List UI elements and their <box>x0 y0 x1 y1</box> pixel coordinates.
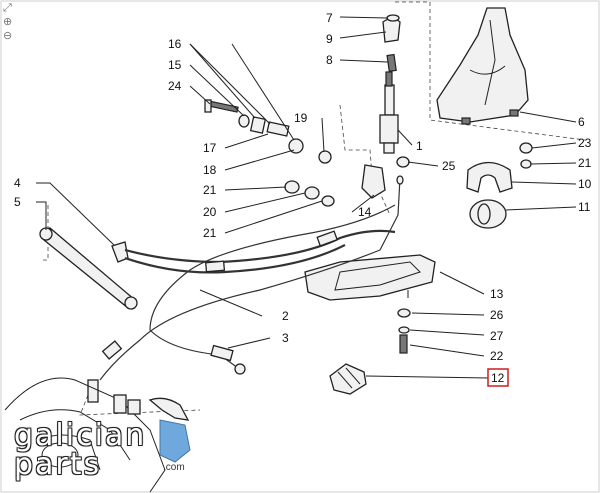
callout-22[interactable]: 22 <box>490 349 504 363</box>
callout-9[interactable]: 9 <box>326 32 333 46</box>
callout-7[interactable]: 7 <box>326 11 333 25</box>
callout-10[interactable]: 10 <box>578 177 592 191</box>
callout-19[interactable]: 19 <box>294 111 308 125</box>
selected-callout-highlight <box>487 368 509 387</box>
callout-18[interactable]: 18 <box>203 163 217 177</box>
callout-13[interactable]: 13 <box>490 287 504 301</box>
callout-4[interactable]: 4 <box>14 176 21 190</box>
callout-15[interactable]: 15 <box>168 58 182 72</box>
callout-16[interactable]: 16 <box>168 37 182 51</box>
gear-lever-part[interactable] <box>379 14 401 154</box>
gear-cable-part[interactable] <box>87 175 404 403</box>
callout-17[interactable]: 17 <box>203 141 217 155</box>
cable-boot-part[interactable] <box>329 363 367 395</box>
callout-25[interactable]: 25 <box>442 159 456 173</box>
nut-part[interactable] <box>396 156 410 168</box>
callout-21-top[interactable]: 21 <box>578 156 592 170</box>
cover-plate-part[interactable] <box>304 254 436 301</box>
callout-26[interactable]: 26 <box>490 308 504 322</box>
watermark-line2: parts <box>14 447 102 482</box>
gearbox-housing <box>4 377 191 493</box>
rubber-bush-part[interactable] <box>469 199 507 229</box>
callout-24[interactable]: 24 <box>168 79 182 93</box>
watermark-suffix: .com <box>163 462 185 473</box>
callout-1[interactable]: 1 <box>416 139 423 153</box>
cable-bracket-part[interactable] <box>466 142 533 193</box>
callout-2[interactable]: 2 <box>282 309 289 323</box>
callout-21-mid[interactable]: 21 <box>203 183 217 197</box>
callout-27[interactable]: 27 <box>490 329 504 343</box>
pivot-assembly-part[interactable] <box>204 99 335 207</box>
callout-21-low[interactable]: 21 <box>203 226 217 240</box>
watermark-line1: galician <box>14 418 147 453</box>
callout-14[interactable]: 14 <box>358 205 372 219</box>
expand-icon[interactable]: ⤢ <box>3 2 12 14</box>
callout-labels: 7 9 8 16 15 24 19 17 18 1 25 6 23 21 10 … <box>14 11 592 387</box>
nut-part[interactable] <box>397 308 411 318</box>
selector-rod-part[interactable] <box>39 227 138 310</box>
callout-20[interactable]: 20 <box>203 205 217 219</box>
callout-3[interactable]: 3 <box>282 331 289 345</box>
gear-boot-part[interactable] <box>436 7 529 125</box>
leader-lines <box>36 16 577 379</box>
callout-5[interactable]: 5 <box>14 195 21 209</box>
zoom-in-icon[interactable]: ⊕ <box>3 16 13 28</box>
callout-8[interactable]: 8 <box>326 53 333 67</box>
callout-11[interactable]: 11 <box>578 200 591 214</box>
callout-12[interactable]: 12 <box>491 371 505 385</box>
bush-part[interactable] <box>361 164 386 199</box>
callout-6[interactable]: 6 <box>578 115 585 129</box>
callout-23[interactable]: 23 <box>578 136 592 150</box>
zoom-out-icon[interactable]: ⊖ <box>3 30 13 42</box>
